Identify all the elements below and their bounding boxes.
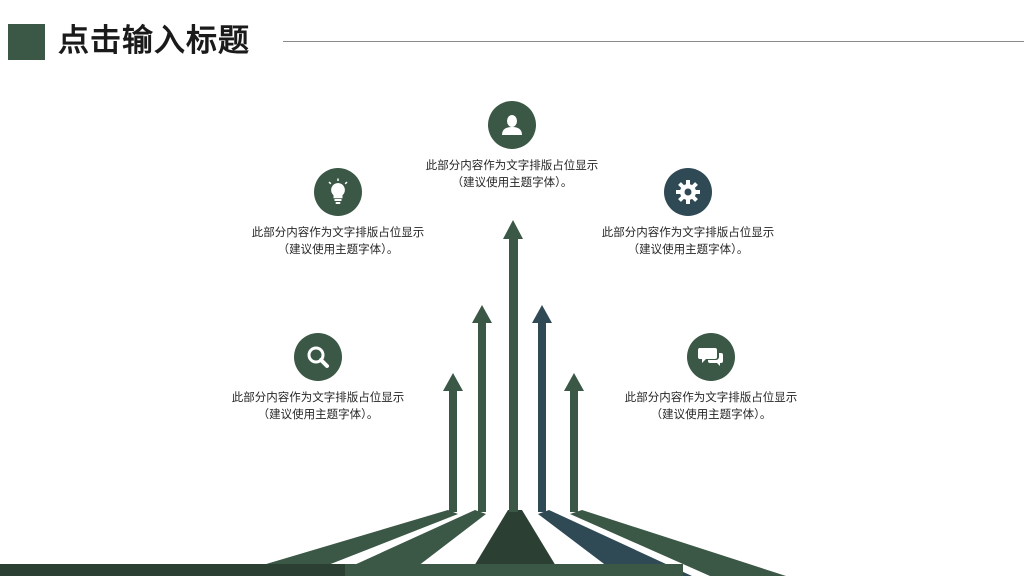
chat-icon: [698, 348, 723, 366]
caption-line-1: 此部分内容作为文字排版占位显示: [425, 158, 599, 172]
title-accent-square: [8, 24, 45, 60]
item-caption-lightbulb: 此部分内容作为文字排版占位显示 （建议使用主题字体）。: [248, 224, 428, 257]
gear-icon: [676, 180, 700, 204]
search-icon: [307, 346, 329, 368]
lightbulb-icon: [328, 178, 348, 204]
beam-far-left: [226, 510, 458, 576]
item-caption-chat: 此部分内容作为文字排版占位显示 （建议使用主题字体）。: [621, 389, 801, 422]
search-icon-badge: [294, 333, 342, 381]
arrow-3: [503, 220, 523, 512]
slide-title[interactable]: 点击输入标题: [58, 23, 250, 59]
item-caption-gear: 此部分内容作为文字排版占位显示 （建议使用主题字体）。: [598, 224, 778, 257]
beam-center: [468, 510, 562, 576]
caption-line-2: （建议使用主题字体）。: [257, 407, 379, 421]
item-caption-search: 此部分内容作为文字排版占位显示 （建议使用主题字体）。: [228, 389, 408, 422]
arrow-4: [532, 305, 552, 512]
arrow-2: [472, 305, 492, 512]
caption-line-1: 此部分内容作为文字排版占位显示: [601, 225, 775, 239]
gear-icon-badge: [664, 168, 712, 216]
chat-icon-badge: [687, 333, 735, 381]
user-icon-badge: [488, 101, 536, 149]
item-caption-user: 此部分内容作为文字排版占位显示 （建议使用主题字体）。: [422, 157, 602, 190]
arrow-1: [443, 373, 463, 512]
arrow-5: [564, 373, 584, 512]
footer-bar-dark: [0, 564, 345, 576]
caption-line-1: 此部分内容作为文字排版占位显示: [624, 390, 798, 404]
caption-line-1: 此部分内容作为文字排版占位显示: [251, 225, 425, 239]
caption-line-2: （建议使用主题字体）。: [627, 242, 749, 256]
beam-left: [330, 510, 486, 576]
footer-bar-green: [345, 564, 683, 576]
caption-line-1: 此部分内容作为文字排版占位显示: [231, 390, 405, 404]
lightbulb-icon-badge: [314, 168, 362, 216]
title-divider-line: [283, 41, 1024, 42]
caption-line-2: （建议使用主题字体）。: [451, 175, 573, 189]
user-icon: [502, 115, 522, 135]
beam-far-right: [570, 510, 786, 576]
beam-right: [538, 510, 692, 576]
caption-line-2: （建议使用主题字体）。: [650, 407, 772, 421]
caption-line-2: （建议使用主题字体）。: [277, 242, 399, 256]
